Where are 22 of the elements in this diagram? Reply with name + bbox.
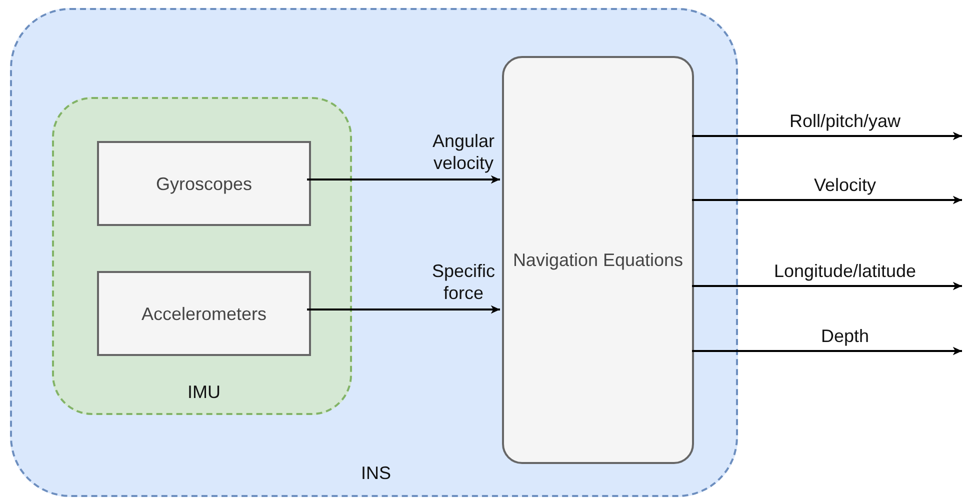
- edge-label: Longitude/latitude: [774, 260, 916, 282]
- arrow: [692, 132, 962, 140]
- arrow: [307, 305, 500, 314]
- edge-label: Depth: [820, 325, 870, 347]
- edge-label: Angular velocity: [431, 130, 496, 174]
- node-label: Accelerometers: [140, 302, 268, 324]
- edge-label: Specific force: [430, 260, 496, 304]
- sensor-box: [97, 141, 311, 226]
- edge-label: Roll/pitch/yaw: [789, 110, 901, 132]
- imu-container: [52, 97, 352, 415]
- ins-container: [10, 8, 738, 497]
- sensor-box: [97, 271, 311, 356]
- arrow: [307, 175, 500, 184]
- node-label: IMU: [186, 381, 222, 403]
- node-label: Gyroscopes: [154, 172, 254, 194]
- process-box: [502, 56, 694, 464]
- edge-label: Velocity: [814, 174, 876, 196]
- arrow: [692, 196, 962, 204]
- arrow: [692, 346, 962, 356]
- arrow: [692, 282, 962, 290]
- node-label: INS: [360, 462, 392, 484]
- node-label: Navigation Equations: [512, 249, 684, 271]
